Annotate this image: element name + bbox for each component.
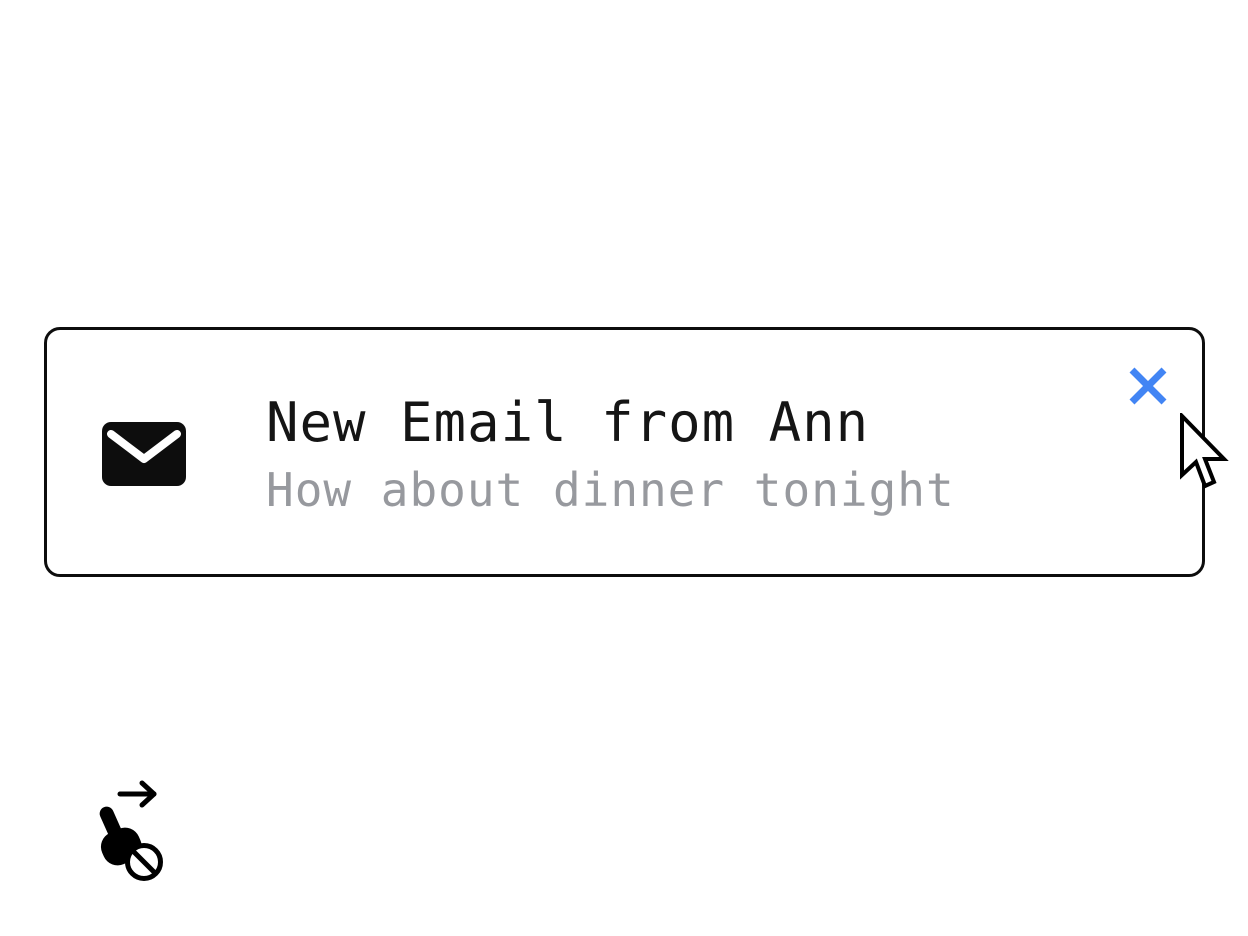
- notification-body: How about dinner tonight: [266, 463, 955, 517]
- arrow-right-icon: [117, 780, 157, 808]
- email-icon: [102, 422, 186, 486]
- cursor-pointer-icon: [1179, 413, 1229, 491]
- close-icon: [1128, 366, 1168, 406]
- notification-title: New Email from Ann: [266, 391, 870, 454]
- close-button[interactable]: [1126, 364, 1170, 408]
- swipe-disabled-icon: [78, 778, 173, 883]
- prohibited-icon: [125, 843, 163, 881]
- notification-card[interactable]: New Email from Ann How about dinner toni…: [44, 327, 1205, 577]
